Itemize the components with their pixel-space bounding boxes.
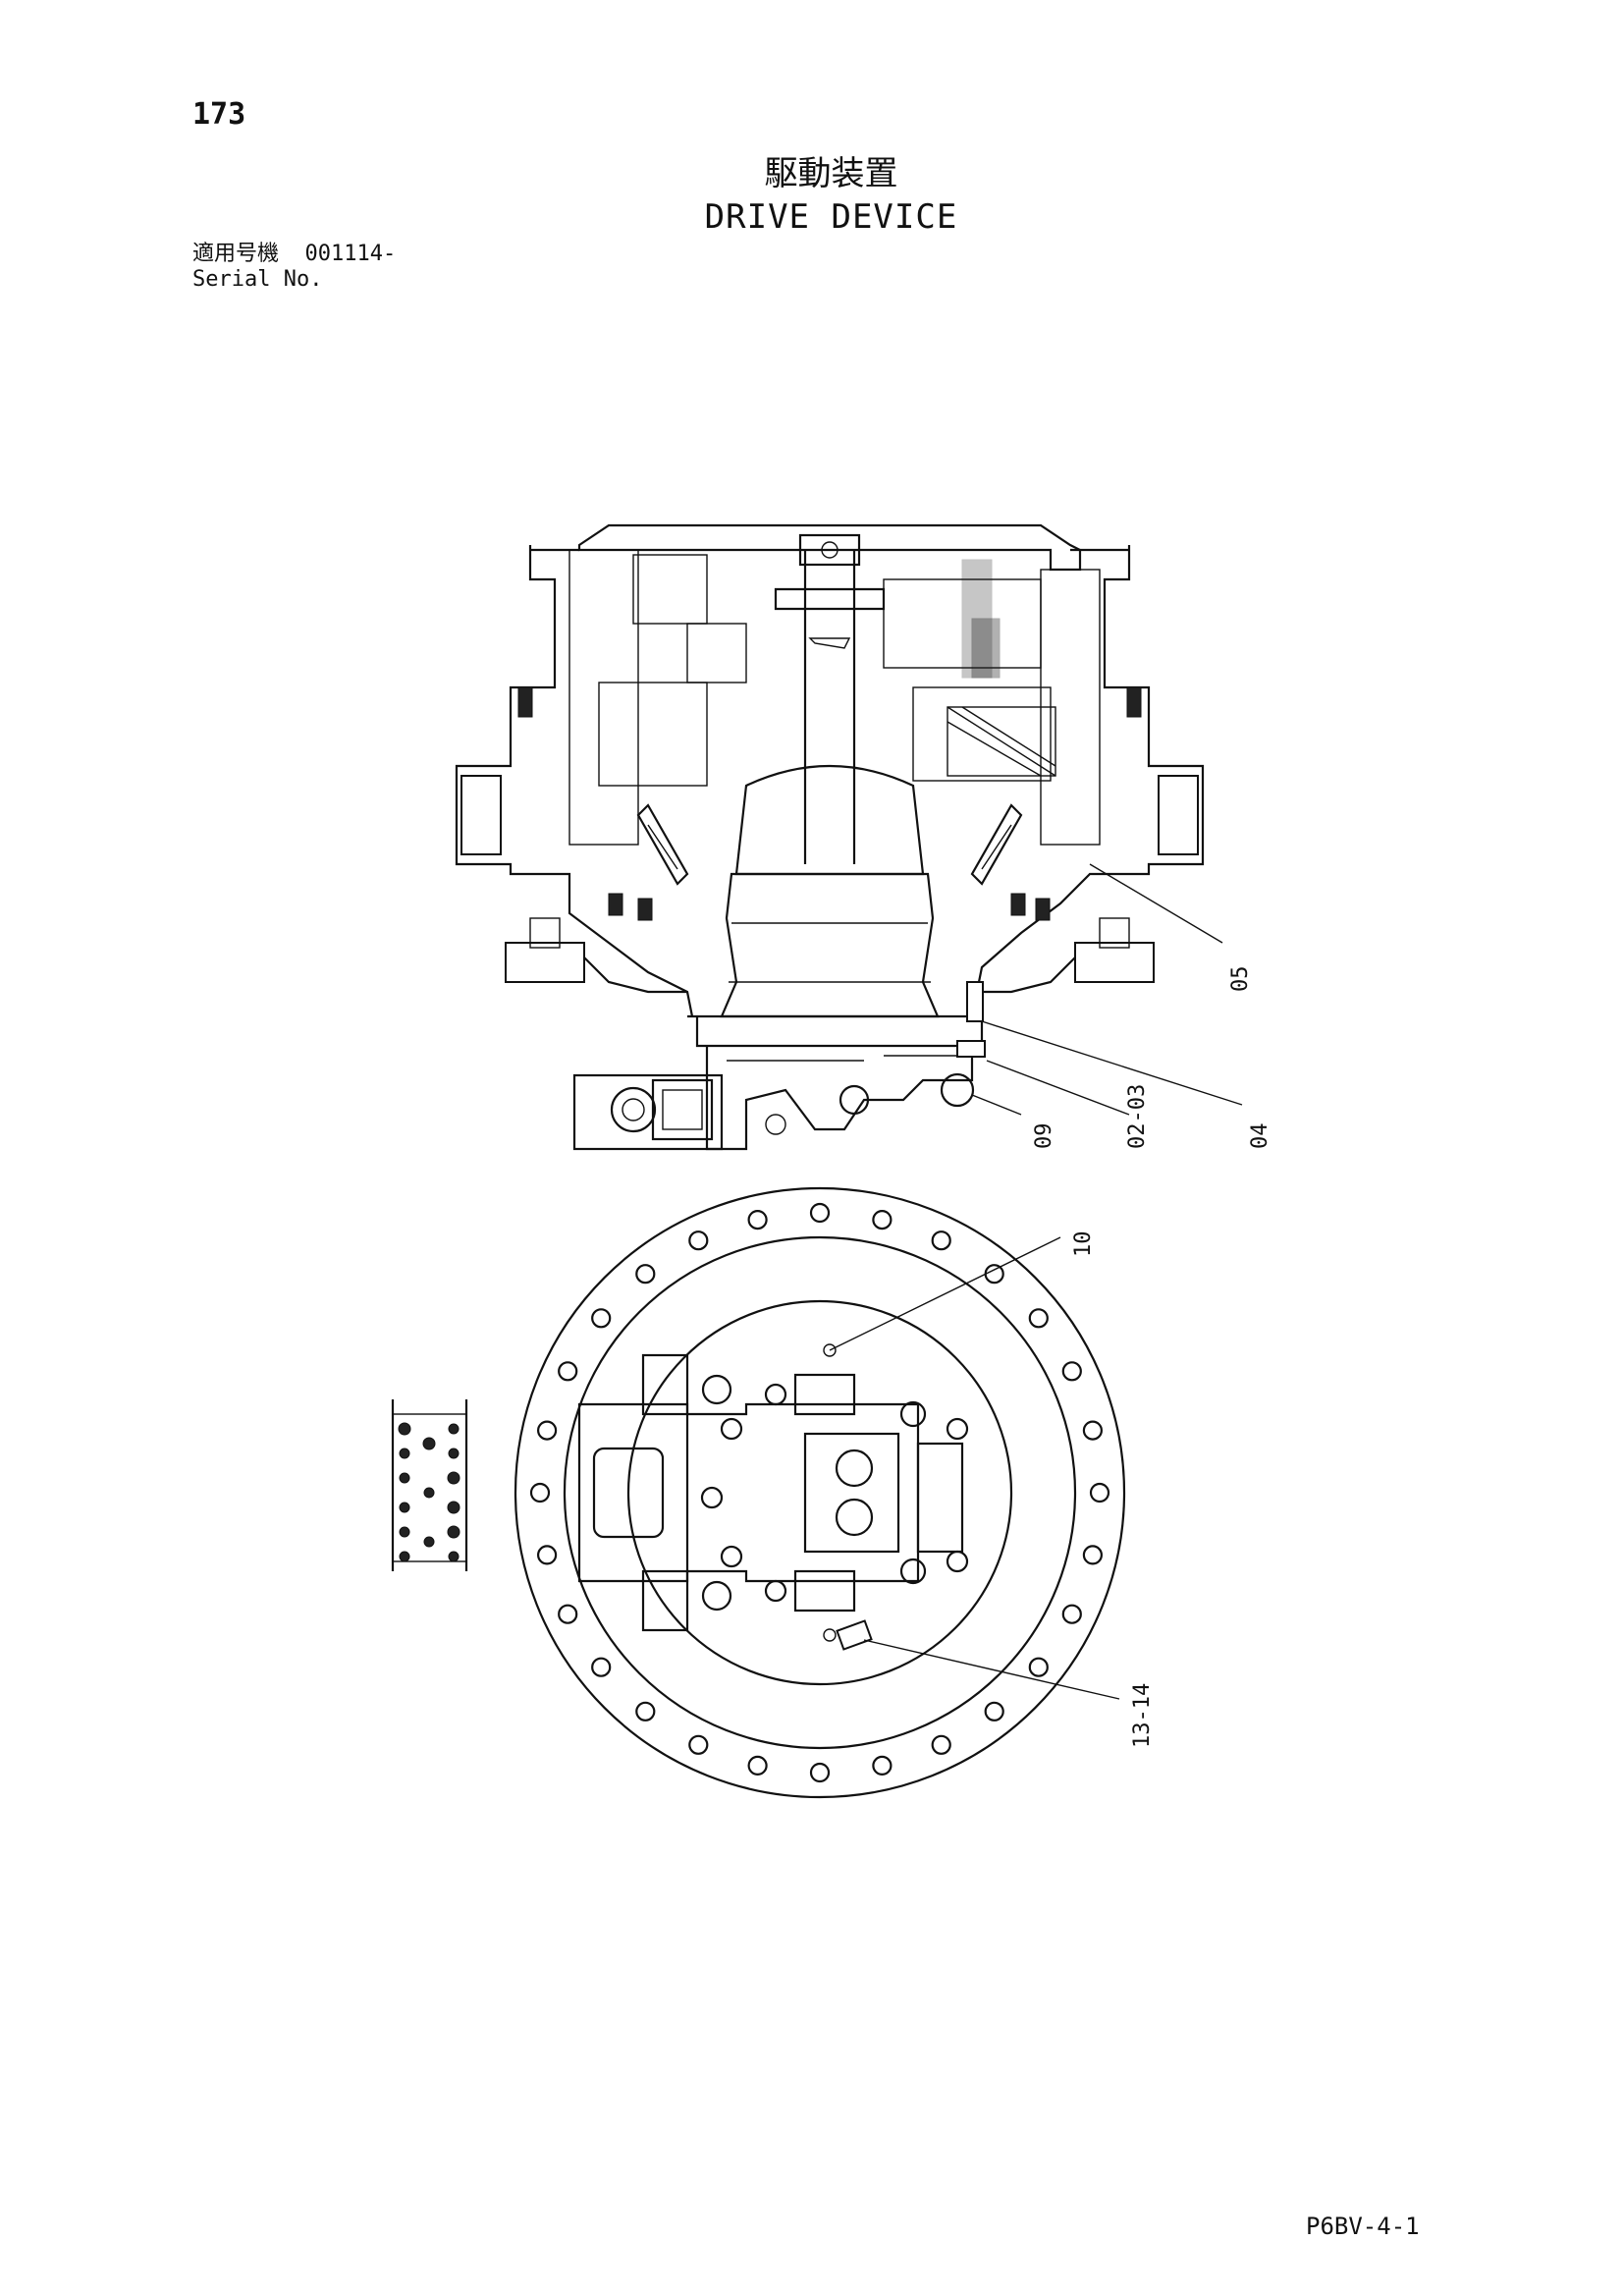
page-title-en: DRIVE DEVICE <box>704 197 958 237</box>
port-face-detail <box>391 1399 468 1571</box>
port-hole <box>447 1525 460 1539</box>
flange-bolt-hole <box>1028 1657 1049 1677</box>
flange-bolt-hole <box>529 1482 551 1503</box>
flange-bolt-hole <box>984 1701 1004 1722</box>
serial-block: 適用号機 001114- Serial No. <box>192 244 396 295</box>
serial-value: 001114- <box>304 242 397 266</box>
flange-bolt-hole <box>872 1209 893 1230</box>
port-hole <box>423 1487 435 1499</box>
port-hole <box>399 1551 410 1562</box>
port-hole <box>399 1526 410 1538</box>
page-number: 173 <box>192 97 246 132</box>
callout-10: 10 <box>1071 1231 1096 1258</box>
port-hole <box>447 1471 460 1485</box>
flange-bolt-hole <box>1082 1420 1104 1441</box>
port-hole <box>399 1472 410 1484</box>
callout-04: 04 <box>1248 1123 1272 1150</box>
port-hole <box>422 1437 436 1450</box>
flange-bolt-hole <box>809 1762 831 1783</box>
callout-leaders-plan <box>829 1236 1120 1700</box>
page-title-jp: 駆動装置 <box>764 154 898 193</box>
port-hole <box>399 1448 410 1459</box>
port-hole <box>399 1502 410 1513</box>
flange-bolt-hole <box>688 1230 709 1251</box>
callout-02-03: 02-03 <box>1125 1084 1150 1149</box>
flange-bolt-hole <box>1082 1545 1104 1565</box>
flange-bolt-hole <box>536 1545 558 1565</box>
flange-bolt-hole <box>931 1230 951 1251</box>
flange-bolt-hole <box>558 1604 578 1624</box>
bearing-left <box>608 803 689 921</box>
flange-bolt-hole <box>872 1755 893 1777</box>
flange-bolt-hole <box>984 1264 1004 1285</box>
valve-block <box>572 1016 984 1151</box>
flange-bolt-hole <box>536 1420 558 1441</box>
flange-bolt-hole <box>558 1361 578 1382</box>
port-hole <box>423 1536 435 1548</box>
flange-bolt-hole <box>1089 1482 1110 1503</box>
flange-bolt-hole <box>931 1734 951 1755</box>
flange-bolt-hole <box>688 1734 709 1755</box>
callout-09: 09 <box>1032 1123 1056 1150</box>
flange-bolt-hole <box>635 1701 656 1722</box>
port-hole <box>448 1448 460 1459</box>
plan-view <box>514 1186 1126 1799</box>
section-view <box>455 523 1205 1151</box>
serial-label-en: Serial No. <box>192 267 323 292</box>
flange-bolt-holes <box>529 1202 1110 1783</box>
port-hole <box>448 1551 460 1562</box>
callout-13-14: 13-14 <box>1130 1683 1155 1748</box>
port-hole <box>447 1501 460 1514</box>
bearing-right <box>970 803 1051 921</box>
port-hole <box>448 1423 460 1435</box>
flange-bolt-hole <box>635 1264 656 1285</box>
flange-bolt-hole <box>591 1308 612 1329</box>
flange-bolt-hole <box>591 1657 612 1677</box>
footer-code: P6BV-4-1 <box>1306 2213 1420 2240</box>
flange-bolt-hole <box>747 1209 768 1230</box>
flange-bolt-hole <box>1061 1361 1082 1382</box>
flange-bolt-hole <box>1028 1308 1049 1329</box>
callout-05: 05 <box>1228 966 1253 993</box>
serial-label-jp: 適用号機 <box>192 242 280 266</box>
flange-bolt-hole <box>809 1202 831 1224</box>
port-hole <box>398 1422 411 1436</box>
flange-bolt-hole <box>1061 1604 1082 1624</box>
callout-leaders-side <box>971 863 1243 1116</box>
flange-bolt-hole <box>747 1755 768 1777</box>
